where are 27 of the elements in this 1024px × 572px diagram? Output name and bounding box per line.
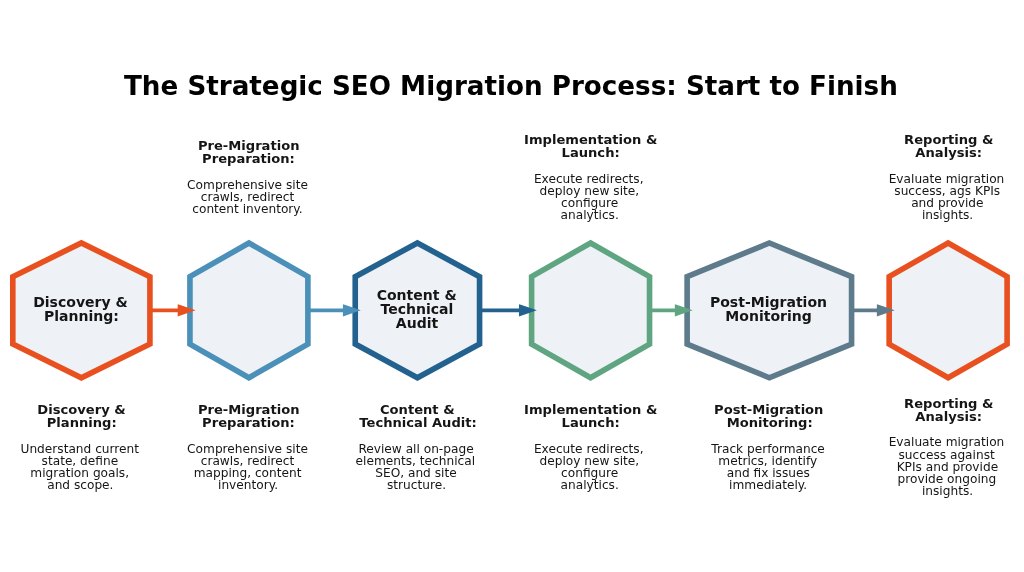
arrow	[150, 303, 196, 317]
node-label: Content & Technical Audit:	[359, 401, 477, 430]
node-hexagon	[187, 239, 311, 381]
node-label: Understand current state, define migration goals, and scope.	[20, 441, 140, 492]
arrow	[649, 303, 693, 317]
node-label: Execute redirects, deploy new site, configure analytics.	[533, 441, 644, 492]
node-label: Reporting & Analysis:	[904, 131, 994, 160]
arrow	[479, 303, 537, 317]
node-hexagon	[886, 239, 1010, 381]
node-label: Comprehensive site crawls, redirect content inventory.	[187, 177, 308, 216]
node-label: Review all on-page elements, technical SEO, and site structure.	[355, 441, 476, 492]
node-label: Track performance metrics, identify and fix issues immediately.	[711, 441, 825, 492]
arrow	[851, 303, 895, 317]
diagram-title: The Strategic SEO Migration Process: Start to Finish	[124, 70, 898, 101]
node-label: Pre-Migration Preparation:	[197, 401, 300, 430]
node-label: Discovery & Planning:	[37, 401, 126, 430]
node-label: Comprehensive site crawls, redirect mapping, content inventory.	[187, 441, 308, 492]
node-label: Implementation & Launch:	[524, 401, 658, 430]
node-label: Evaluate migration success, ags KPIs and provide insights.	[888, 171, 1005, 222]
node-label: Post-Migration Monitoring:	[714, 401, 824, 430]
arrow	[308, 303, 361, 317]
node-label: Evaluate migration success against KPIs and provide provide ongoing insights.	[888, 434, 1005, 498]
node-hexagon	[528, 239, 653, 381]
node-label: Implementation & Launch:	[524, 131, 658, 160]
node-label: Pre-Migration Preparation:	[197, 137, 300, 166]
node-label: Reporting & Analysis:	[904, 395, 994, 424]
node-label: Execute redirects, deploy new site, configure analytics.	[533, 171, 644, 222]
